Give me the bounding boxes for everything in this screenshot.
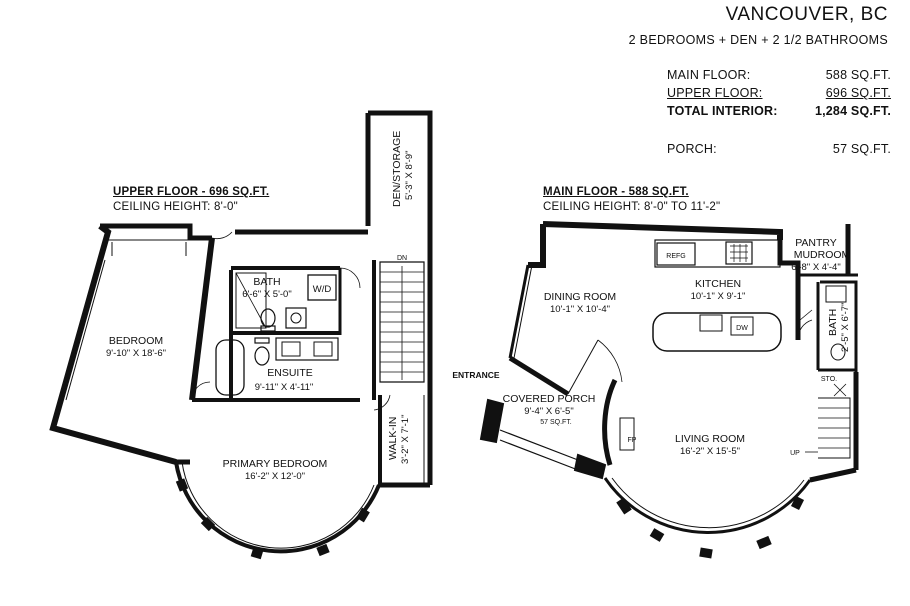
main-stair-up-label: UP <box>790 450 800 457</box>
walkin-label: WALK-IN <box>387 417 399 460</box>
pantry-label: PANTRY <box>795 237 837 249</box>
area-main-label: MAIN FLOOR: <box>667 68 751 82</box>
kitchen-label: KITCHEN <box>695 278 741 290</box>
fireplace-label: FP <box>628 437 637 444</box>
entrance-label: ENTRANCE <box>452 370 500 380</box>
primary-bedroom-label: PRIMARY BEDROOM <box>223 458 328 470</box>
area-porch-label: PORCH: <box>667 142 717 156</box>
walkin-dims: 3'-2" X 7'-1" <box>400 415 411 464</box>
refg-label: REFG <box>666 253 685 260</box>
dw-label: DW <box>736 325 748 332</box>
storage-label: STO. <box>821 376 837 383</box>
ensuite-label: ENSUITE <box>267 367 313 379</box>
upper-floor-heading: UPPER FLOOR - 696 SQ.FT. CEILING HEIGHT:… <box>113 185 269 215</box>
den-room-label: DEN/STORAGE <box>391 131 403 207</box>
area-upper-label: UPPER FLOOR: <box>667 86 763 100</box>
area-porch-value: 57 SQ.FT. <box>832 142 891 156</box>
area-total-value: 1,284 SQ.FT. <box>814 104 891 118</box>
upper-bath-dims: 6'-6" X 5'-0" <box>242 289 291 300</box>
area-row-main: MAIN FLOOR: 588 SQ.FT. <box>667 66 891 84</box>
area-row-total: TOTAL INTERIOR: 1,284 SQ.FT. <box>667 102 891 120</box>
area-summary: MAIN FLOOR: 588 SQ.FT. UPPER FLOOR: 696 … <box>667 66 891 158</box>
main-floor-walls <box>479 221 859 534</box>
main-floor-ceiling: CEILING HEIGHT: 8'-0" TO 11'-2" <box>543 201 721 213</box>
upper-floor-title: UPPER FLOOR - 696 SQ.FT. <box>113 186 270 198</box>
area-main-value: 588 SQ.FT. <box>825 68 891 82</box>
ensuite-dims: 9'-11" X 4'-11" <box>255 382 314 393</box>
mudroom-label: MUDROOM <box>794 249 851 261</box>
porch-label: COVERED PORCH <box>503 393 596 405</box>
area-row-porch: PORCH: 57 SQ.FT. <box>667 140 891 158</box>
main-floor-title: MAIN FLOOR - 588 SQ.FT. <box>543 186 689 198</box>
main-bath-dims: 2'-5" X 6'-7" <box>840 303 851 352</box>
pantry-dims: 6'-8" X 4'-4" <box>791 262 840 273</box>
dining-dims: 10'-1" X 10'-4" <box>550 304 610 315</box>
upper-bath-label: BATH <box>253 276 280 288</box>
upper-curved-glazing <box>175 478 370 560</box>
bedroom-label: BEDROOM <box>109 335 163 347</box>
main-bath-label: BATH <box>827 309 839 336</box>
primary-bedroom-dims: 16'-2" X 12'-0" <box>245 471 305 482</box>
main-floor-heading: MAIN FLOOR - 588 SQ.FT. CEILING HEIGHT: … <box>543 185 720 215</box>
living-label: LIVING ROOM <box>675 433 745 445</box>
den-room-dims: 5'-3" X 8'-9" <box>404 151 415 200</box>
upper-floor-walls <box>49 110 433 554</box>
porch-dims: 9'-4" X 6'-5" <box>524 406 573 417</box>
page-title: VANCOUVER, BC <box>725 4 888 25</box>
kitchen-dims: 10'-1" X 9'-1" <box>691 291 746 302</box>
main-curved-glazing <box>616 495 805 559</box>
dining-label: DINING ROOM <box>544 291 616 303</box>
page-subtitle: 2 BEDROOMS + DEN + 2 1/2 BATHROOMS <box>628 33 888 47</box>
area-upper-value: 696 SQ.FT. <box>825 86 891 100</box>
bedroom-dims: 9'-10" X 18'-6" <box>106 348 166 359</box>
upper-stair-dn-label: DN <box>397 255 407 262</box>
porch-area: 57 SQ.FT. <box>540 419 572 426</box>
area-total-label: TOTAL INTERIOR: <box>667 104 778 118</box>
upper-floor-ceiling: CEILING HEIGHT: 8'-0" <box>113 201 238 213</box>
area-row-upper: UPPER FLOOR: 696 SQ.FT. <box>667 84 891 102</box>
living-dims: 16'-2" X 15'-5" <box>680 446 740 457</box>
wd-label: W/D <box>313 284 332 295</box>
